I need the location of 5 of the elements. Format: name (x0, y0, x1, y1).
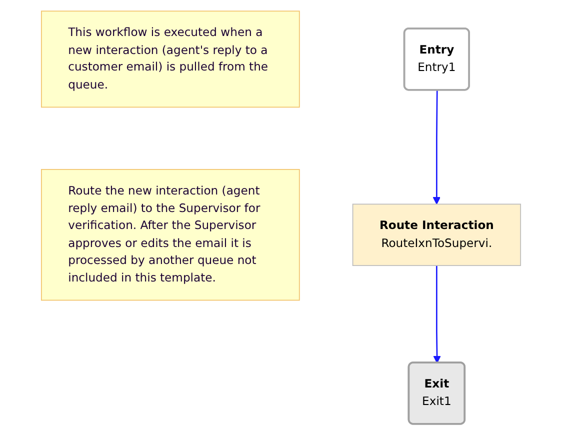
node-box: This workflow is executed when a new interaction (agent's reply to a customer email) is pulled from the queue. (40, 10, 300, 108)
arrow (433, 266, 441, 364)
node-box: Route the new interaction (agent reply email) to the Supervisor for verification. After the Supervisor approves or edits the email it is processed by another queue not included in this template. (40, 169, 300, 301)
node-box: Route Interaction RouteIxnToSupervi. (352, 204, 522, 266)
arrow (432, 90, 441, 204)
